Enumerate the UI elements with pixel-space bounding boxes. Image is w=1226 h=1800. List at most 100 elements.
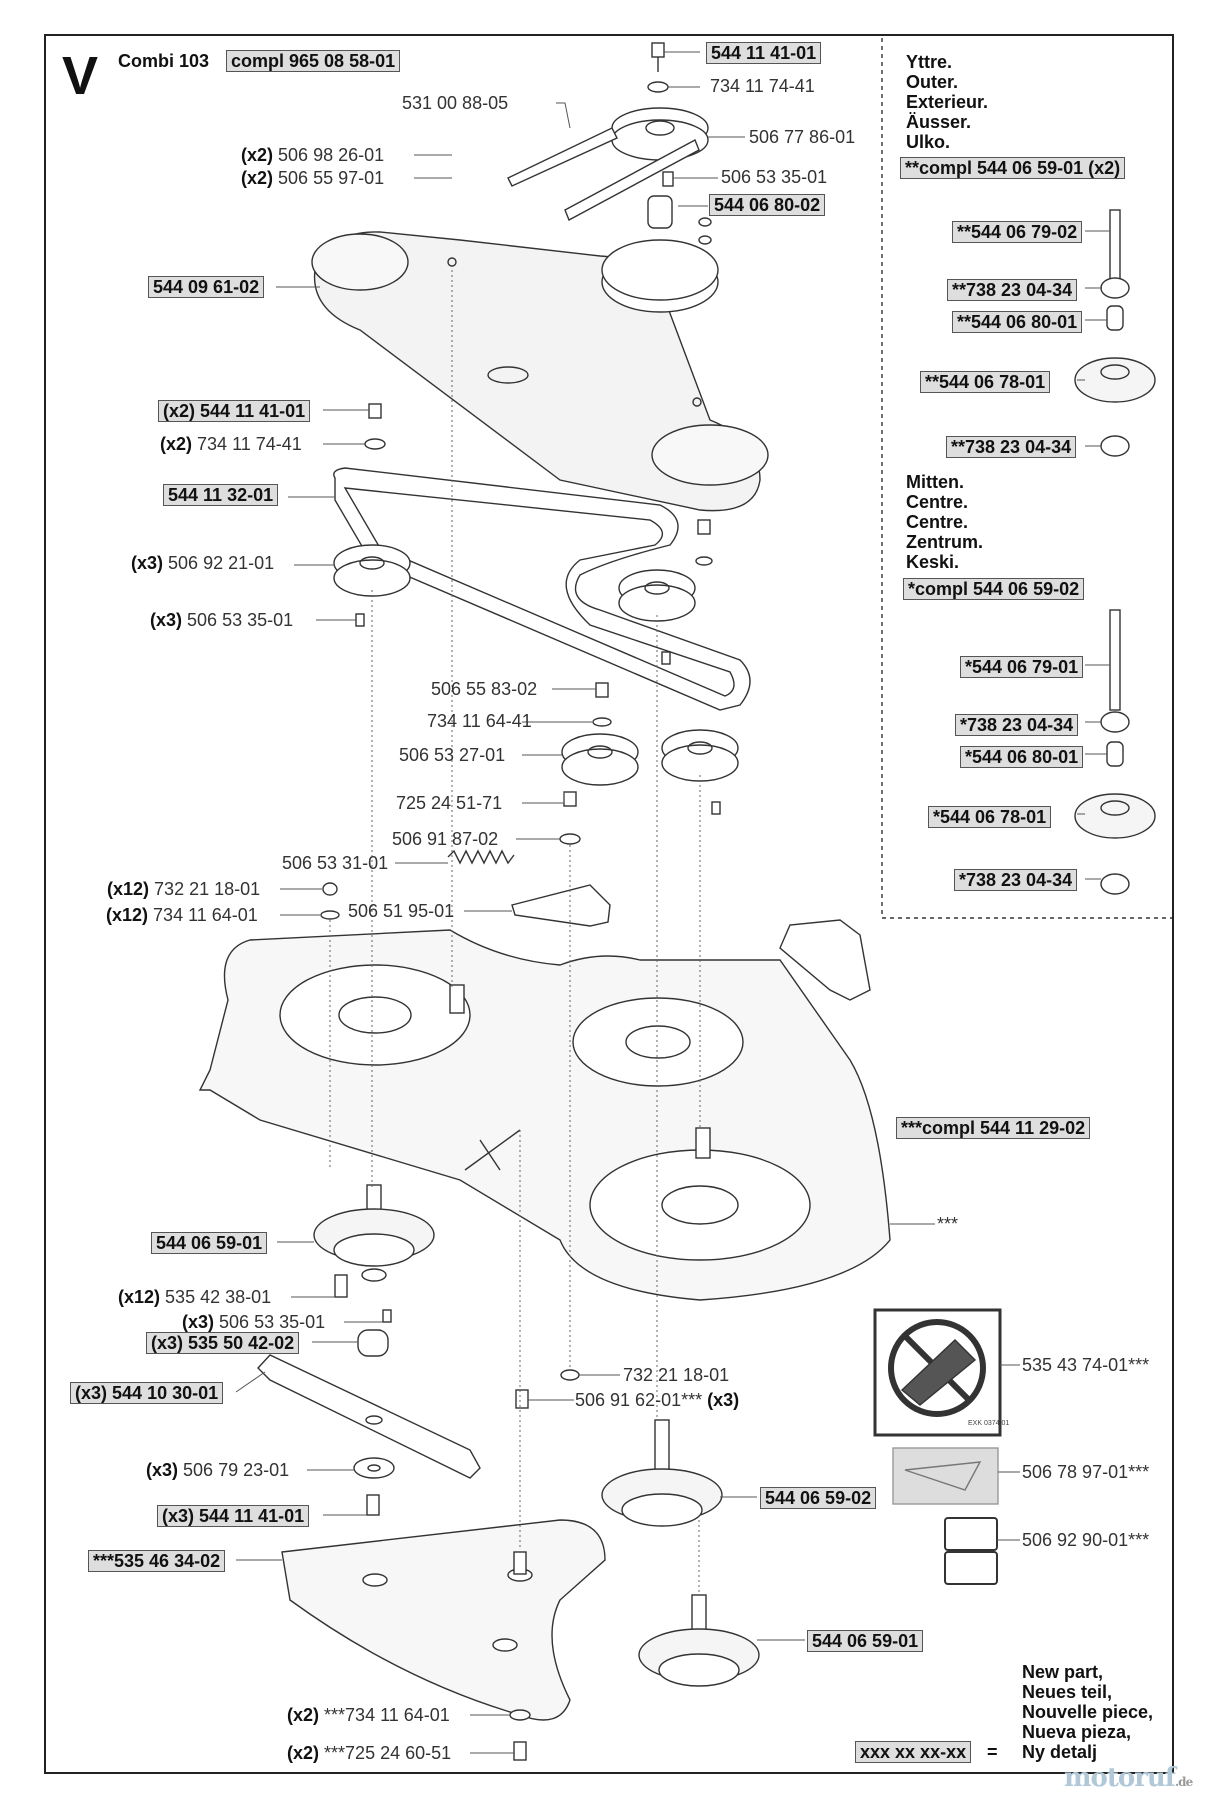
label-544-09-61-02: 544 09 61-02 [148,276,265,298]
label-506-53-35-01-top: 506 53 35-01 [721,167,828,187]
label-deck-asterisk: *** [937,1214,959,1234]
spacer-bottom [357,1329,389,1357]
key [662,171,674,187]
outer-title-fr: Exterieur. [906,92,989,112]
label-506-79-23-01: 506 79 23-01 [183,1460,290,1480]
center-title-sv: Mitten. [906,472,964,492]
spindle-left [313,1184,435,1282]
label-506-55-83-02: 506 55 83-02 [431,679,538,699]
brand-name: motoruf [1064,1763,1176,1793]
center-title-de: Zentrum. [906,532,984,552]
label-544-06-59-01-left: 544 06 59-01 [151,1232,268,1254]
qty-x3-c: (x3) [182,1312,215,1332]
label-506-78-97-01: 506 78 97-01*** [1022,1462,1150,1482]
tension-arm [511,884,611,927]
belt-tail-left [507,127,618,187]
idler-pulleys [333,544,739,786]
qty-x2-b: (x2) [241,168,274,188]
spacer-top [647,195,673,229]
label-535-50-42-02: 535 50 42-02 [188,1333,295,1353]
model-compl-number: compl 965 08 58-01 [226,50,401,72]
qty-x3-g: (x3) [162,1506,195,1526]
label-535-46-34-02: ***535 46 34-02 [88,1550,226,1572]
qty-x3-b: (x3) [150,610,183,630]
spindle-center [601,1419,723,1527]
spring [447,849,515,865]
outer-part-4: **544 06 78-01 [920,371,1051,393]
diagram-frame [44,34,1174,1774]
center-compl-number: *compl 544 06 59-02 [903,578,1085,600]
outer-spindle-kit [1074,209,1156,457]
center-part-1: *544 06 79-01 [960,656,1084,678]
center-title-fi: Keski. [906,552,960,572]
label-725-24-51-71: 725 24 51-71 [396,793,503,813]
legend-line-fr: Nouvelle piece, [1022,1702,1154,1722]
label-506-91-87-02: 506 91 87-02 [392,829,499,849]
warning-decal-caption: EXK 0374 01 [968,1420,1010,1427]
qty-x2-f: (x2) [287,1743,320,1763]
center-part-2: *738 23 04-34 [955,714,1079,736]
label-544-11-32-01: 544 11 32-01 [163,484,279,506]
center-title-en: Centre. [906,492,969,512]
label-725-24-60-51: ***725 24 60-51 [324,1743,452,1763]
label-506-53-31-01: 506 53 31-01 [282,853,389,873]
belt-cover [311,231,769,512]
label-535-42-38-01: 535 42 38-01 [165,1287,272,1307]
center-part-4: *544 06 78-01 [928,806,1052,828]
qty-x2-a: (x2) [241,145,274,165]
outer-title-en: Outer. [906,72,959,92]
panel-separator [881,38,1172,919]
label-732-21-18-01-left: 732 21 18-01 [154,879,261,899]
label-734-11-74-41-left: 734 11 74-41 [197,434,302,454]
qty-x3-a: (x3) [131,553,164,573]
label-544-11-41-01-bottom: 544 11 41-01 [199,1506,305,1526]
section-letter: V [62,46,99,106]
legend-line-es: Nueva pieza, [1022,1722,1132,1742]
label-734-11-74-41-top: 734 11 74-41 [710,76,815,96]
legend-line-en: New part, [1022,1662,1104,1682]
brand-watermark: motoruf.de [1064,1763,1193,1793]
label-734-11-64-01-bottom: ***734 11 64-01 [324,1705,450,1725]
label-732-21-18-01-bottom: 732 21 18-01 [623,1365,730,1385]
label-544-11-41-01-top: 544 11 41-01 [706,42,822,64]
outer-part-1: **544 06 79-02 [952,221,1083,243]
label-compl-544-11-29-02: ***compl 544 11 29-02 [896,1117,1091,1139]
label-506-92-90-01: 506 92 90-01*** [1022,1530,1150,1550]
label-506-53-27-01: 506 53 27-01 [399,745,506,765]
qty-x2-e: (x2) [287,1705,320,1725]
brand-tld: .de [1175,1775,1193,1789]
qty-x2-d: (x2) [160,434,193,454]
label-544-11-41-01-left: 544 11 41-01 [200,401,306,421]
belt-routing-decal [892,1447,999,1505]
spindle-right [638,1594,760,1687]
outer-title-fi: Ulko. [906,132,951,152]
label-506-98-26-01: 506 98 26-01 [278,145,385,165]
qty-x3-e: (x3) [75,1383,108,1403]
label-544-06-59-02: 544 06 59-02 [760,1487,877,1509]
label-544-10-30-01: 544 10 30-01 [112,1383,219,1403]
label-544-06-80-02: 544 06 80-02 [709,194,826,216]
center-title-fr: Centre. [906,512,969,532]
outer-part-3: **544 06 80-01 [952,311,1083,333]
center-spindle-kit [1074,609,1156,895]
label-506-77-86-01: 506 77 86-01 [749,127,856,147]
model-name: Combi 103 [118,51,210,71]
leader-lines [235,51,1110,1754]
outer-part-5: **738 23 04-34 [946,436,1077,458]
qty-x3-h: (x3) [707,1390,740,1410]
legend-equals: = [987,1742,998,1762]
qty-x12-c: (x12) [118,1287,161,1307]
label-734-11-64-01: 734 11 64-01 [153,905,258,925]
qty-x12-a: (x12) [107,879,150,899]
label-544-06-59-01-bottom: 544 06 59-01 [807,1630,924,1652]
belt-tail-right [564,139,700,221]
v-belt [333,467,751,711]
qty-x2-c: (x2) [163,401,196,421]
label-506-53-35-01-left: 506 53 35-01 [187,610,294,630]
label-506-53-35-01-bottom: 506 53 35-01 [219,1312,326,1332]
label-506-55-97-01: 506 55 97-01 [278,168,385,188]
label-506-92-21-01: 506 92 21-01 [168,553,275,573]
assembly-axes [329,270,701,1595]
mower-deck [198,919,891,1301]
